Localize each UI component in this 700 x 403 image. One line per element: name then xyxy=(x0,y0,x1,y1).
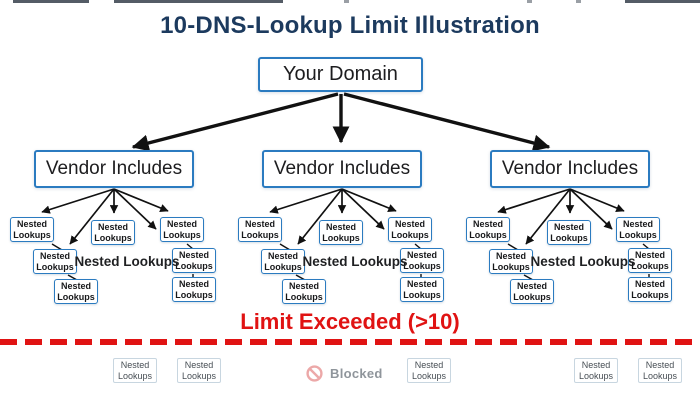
nested-lookup-box-blocked: Nested Lookups xyxy=(638,358,682,383)
nested-lookup-box-blocked: Nested Lookups xyxy=(574,358,618,383)
vendor-includes-box: Vendor Includes xyxy=(262,150,422,188)
nested-lookup-box: Nested Lookups xyxy=(160,217,204,242)
nested-lookups-label: Nested Lookups xyxy=(74,254,180,269)
nested-lookup-box: Nested Lookups xyxy=(628,277,672,302)
root-arrows xyxy=(131,92,551,152)
nested-lookup-box: Nested Lookups xyxy=(466,217,510,242)
nested-lookup-box: Nested Lookups xyxy=(172,277,216,302)
nested-lookup-box: Nested Lookups xyxy=(628,248,672,273)
nested-lookups-label: Nested Lookups xyxy=(302,254,408,269)
nested-lookup-box: Nested Lookups xyxy=(510,279,554,304)
vendor-group-1: Vendor Includes Nested Lookups Nested Lo… xyxy=(4,150,224,312)
nested-lookups-label: Nested Lookups xyxy=(530,254,636,269)
nested-lookup-box: Nested Lookups xyxy=(616,217,660,242)
nested-lookup-box: Nested Lookups xyxy=(388,217,432,242)
nested-lookup-box: Nested Lookups xyxy=(33,249,77,274)
nested-lookup-box: Nested Lookups xyxy=(282,279,326,304)
root-domain-label: Your Domain xyxy=(283,63,398,85)
nested-lookup-box-blocked: Nested Lookups xyxy=(407,358,451,383)
blocked-indicator: Blocked xyxy=(306,365,383,382)
nested-lookup-box-blocked: Nested Lookups xyxy=(113,358,157,383)
nested-lookup-box: Nested Lookups xyxy=(91,220,135,245)
nested-lookup-box: Nested Lookups xyxy=(261,249,305,274)
vendor-includes-box: Vendor Includes xyxy=(490,150,650,188)
vendor-group-3: Vendor Includes Nested Lookups Nested Lo… xyxy=(460,150,680,312)
blocked-label: Blocked xyxy=(330,366,383,381)
nested-lookup-box: Nested Lookups xyxy=(547,220,591,245)
nested-lookup-box: Nested Lookups xyxy=(172,248,216,273)
nested-lookup-box: Nested Lookups xyxy=(54,279,98,304)
nested-lookup-box: Nested Lookups xyxy=(238,217,282,242)
nested-lookup-box: Nested Lookups xyxy=(319,220,363,245)
nested-lookup-box: Nested Lookups xyxy=(10,217,54,242)
nested-lookup-box-blocked: Nested Lookups xyxy=(177,358,221,383)
vendor-group-2: Vendor Includes Nested Lookups Nested Lo… xyxy=(232,150,452,312)
limit-exceeded-label: Limit Exceeded (>10) xyxy=(240,309,460,334)
nested-lookup-box: Nested Lookups xyxy=(400,277,444,302)
nested-lookup-box: Nested Lookups xyxy=(400,248,444,273)
blocked-icon xyxy=(306,365,323,382)
page-title: 10-DNS-Lookup Limit Illustration xyxy=(160,12,540,39)
vendor-includes-box: Vendor Includes xyxy=(34,150,194,188)
root-domain-box: Your Domain xyxy=(258,57,423,92)
